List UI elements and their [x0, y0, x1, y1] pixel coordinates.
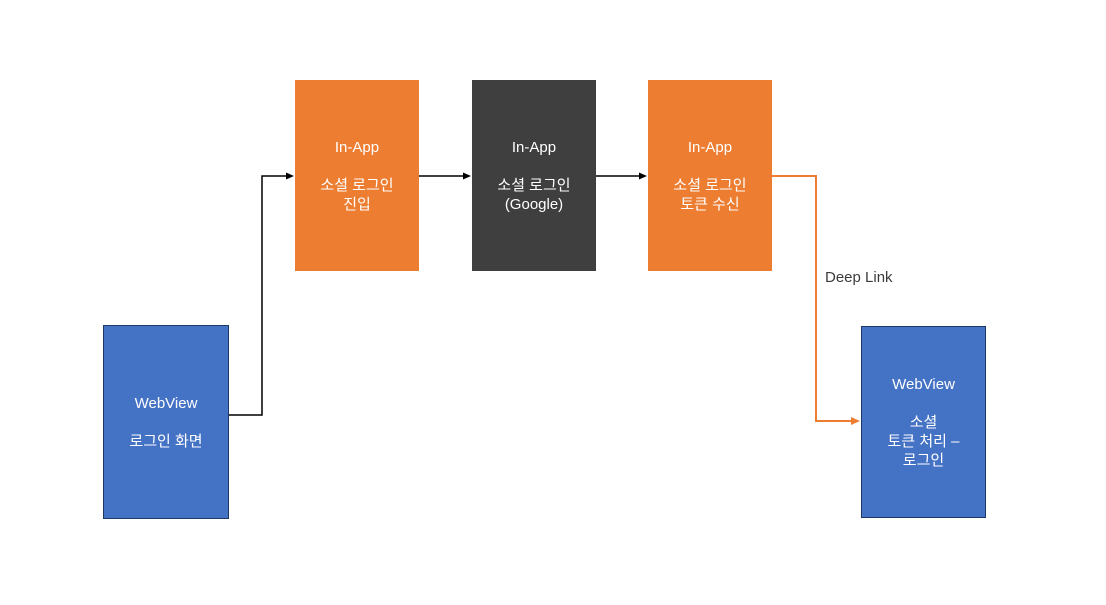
node-inapp-token-line: 소셜 로그인 [673, 176, 747, 194]
node-inapp-entry-title: In-App [334, 138, 380, 156]
node-webview-token-title: WebView [892, 375, 955, 393]
node-inapp-google-line: 소셜 로그인 [497, 176, 571, 194]
node-inapp-token: In-App 소셜 로그인 토큰 수신 [648, 80, 772, 271]
node-inapp-token-title: In-App [687, 138, 733, 156]
node-webview-token-line: 소셜 [909, 413, 938, 431]
node-webview-login: WebView 로그인 화면 [103, 325, 229, 519]
node-inapp-google-title: In-App [511, 138, 557, 156]
connector-webview-login-to-inapp-entry [229, 172, 294, 416]
node-inapp-google: In-App 소셜 로그인 (Google) [472, 80, 596, 271]
node-inapp-google-line: (Google) [504, 195, 564, 213]
node-inapp-entry-line: 진입 [343, 195, 371, 213]
node-webview-token-line: 로그인 [902, 451, 945, 469]
node-inapp-entry-line: 소셜 로그인 [320, 176, 394, 194]
node-inapp-token-line: 토큰 수신 [680, 195, 740, 213]
node-webview-login-title: WebView [134, 394, 198, 412]
node-webview-token: WebView 소셜 토큰 처리 – 로그인 [861, 326, 986, 518]
connector-deeplink-inapp-token-to-webview-token [772, 175, 860, 425]
node-inapp-entry: In-App 소셜 로그인 진입 [295, 80, 419, 271]
node-webview-token-line: 토큰 처리 – [887, 432, 960, 450]
node-webview-login-line: 로그인 화면 [129, 432, 203, 450]
deep-link-label: Deep Link [825, 269, 893, 286]
